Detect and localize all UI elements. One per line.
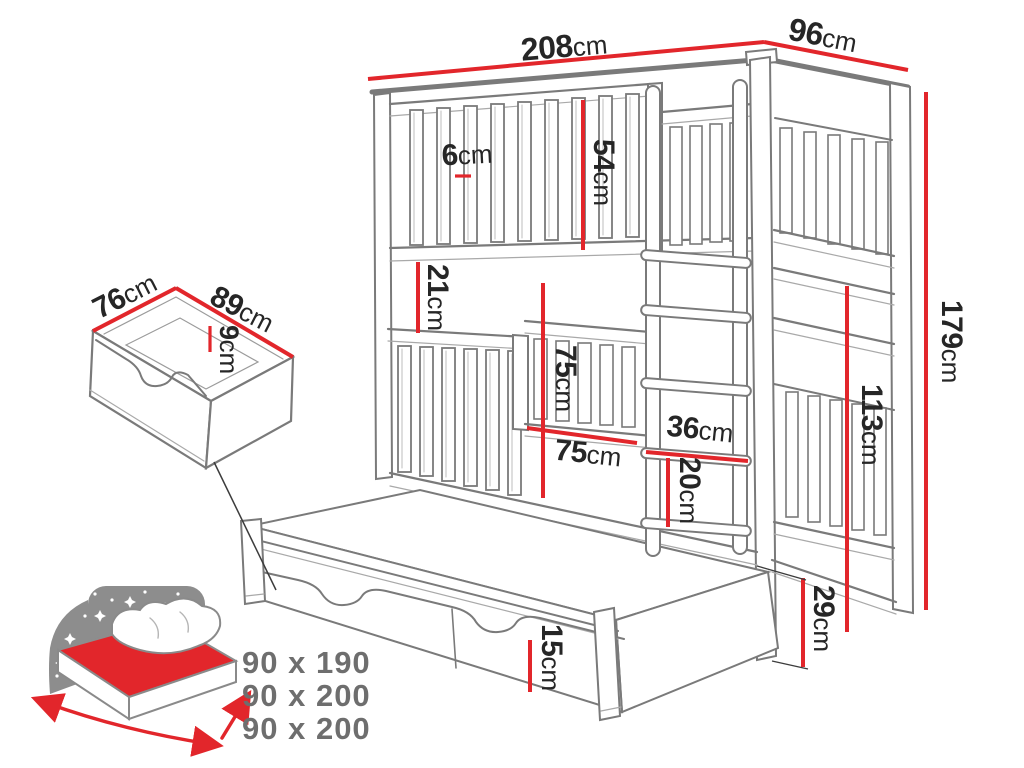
- dimension-value: 113: [855, 384, 888, 431]
- dimension-value: 75: [549, 345, 582, 378]
- dim-line-75h: [526, 426, 638, 445]
- lower-guardrail-slats: [397, 345, 522, 496]
- dimension-leg-height: 29cm: [807, 585, 840, 653]
- dim-line-96: [763, 40, 909, 72]
- dimension-unit: cm: [214, 339, 244, 375]
- dimension-value: 20: [673, 457, 706, 490]
- dimension-ladder-rung-spacing: 20cm: [673, 457, 706, 525]
- drawer-side-wall: [204, 355, 295, 470]
- mattress-icon: [30, 586, 252, 757]
- ladder: [640, 79, 752, 557]
- dimension-unit: cm: [674, 489, 704, 525]
- rear-right-post: [888, 81, 915, 615]
- mattress-size-option: 90 x 190: [242, 645, 371, 680]
- drawer-handle-cutout: [95, 339, 207, 397]
- dimension-unit: cm: [422, 296, 452, 332]
- upper-guardrail-slats: [409, 93, 640, 246]
- dimension-value: 29: [807, 585, 840, 618]
- upper-right-slats: [669, 122, 743, 246]
- dimension-unit: cm: [936, 348, 966, 384]
- dimension-slat-gap: 6cm: [440, 138, 494, 173]
- witness-lines-29: [756, 565, 809, 670]
- dim-line-208: [367, 40, 765, 81]
- dimension-value: 21: [421, 264, 454, 297]
- length-arrow: [30, 693, 224, 757]
- dimension-lower-opening-width: 75cm: [552, 433, 623, 473]
- dimension-middle-gap: 21cm: [421, 264, 454, 332]
- mattress-size-option: 90 x 200: [242, 678, 371, 713]
- dimension-value: 179: [935, 300, 968, 349]
- dimension-value: 75: [552, 433, 589, 470]
- trundle-left-post: [239, 517, 267, 606]
- dimension-unit: cm: [697, 414, 735, 449]
- dim-line-76: [92, 286, 177, 333]
- left-front-post: [372, 91, 394, 481]
- dimension-unit: cm: [585, 438, 623, 473]
- drawer-pointer-line: [213, 461, 277, 591]
- drawer-divider: [451, 608, 457, 669]
- duvet-folds: [149, 611, 190, 639]
- duvet: [111, 597, 222, 655]
- dimension-value: 208: [519, 27, 575, 68]
- trundle-right-post: [592, 606, 622, 722]
- dimension-total-length: 208cm: [519, 26, 609, 68]
- dimension-unit: cm: [456, 138, 494, 171]
- dimension-trundle-front-height: 15cm: [535, 624, 568, 692]
- lower-front-rail: [388, 471, 759, 554]
- dimension-unit: cm: [588, 171, 618, 207]
- dimension-unit: cm: [856, 430, 886, 466]
- dimension-drawer-depth: 9cm: [214, 325, 244, 375]
- dimension-ladder-rung-width: 36cm: [664, 409, 735, 449]
- drawer-floor: [124, 317, 260, 390]
- dim-line-89: [174, 286, 295, 359]
- width-arrow: [220, 690, 252, 740]
- front-right-post: [748, 55, 778, 662]
- bottom-side-rail: [770, 558, 898, 604]
- dim-line-36: [645, 450, 749, 463]
- dimension-value: 15: [535, 624, 568, 657]
- dimension-under-bunk-height: 113cm: [855, 384, 888, 466]
- dimension-unit: cm: [808, 617, 838, 653]
- ladder-left-rail: [645, 85, 661, 557]
- dimension-unit: cm: [536, 656, 566, 692]
- dimension-unit: cm: [550, 377, 580, 413]
- dimension-upper-guardrail-height: 54cm: [587, 139, 620, 207]
- dimension-value: 54: [587, 139, 620, 172]
- dimension-value: 6: [440, 138, 459, 173]
- side-lower-slats: [785, 391, 887, 536]
- dimension-unit: cm: [571, 29, 609, 63]
- dimension-lines: [92, 40, 928, 692]
- dimension-value: 36: [664, 409, 701, 446]
- dimension-value: 9: [214, 325, 244, 340]
- mattress-size-option: 90 x 200: [242, 711, 371, 746]
- top-side-rail: [763, 56, 911, 90]
- dimension-unit: cm: [819, 22, 860, 59]
- drawer-handle-cutouts: [261, 571, 625, 640]
- top-front-rail: [369, 56, 769, 95]
- dimension-bunk-clearance: 75cm: [549, 345, 582, 413]
- dimension-total-height: 179cm: [935, 300, 968, 384]
